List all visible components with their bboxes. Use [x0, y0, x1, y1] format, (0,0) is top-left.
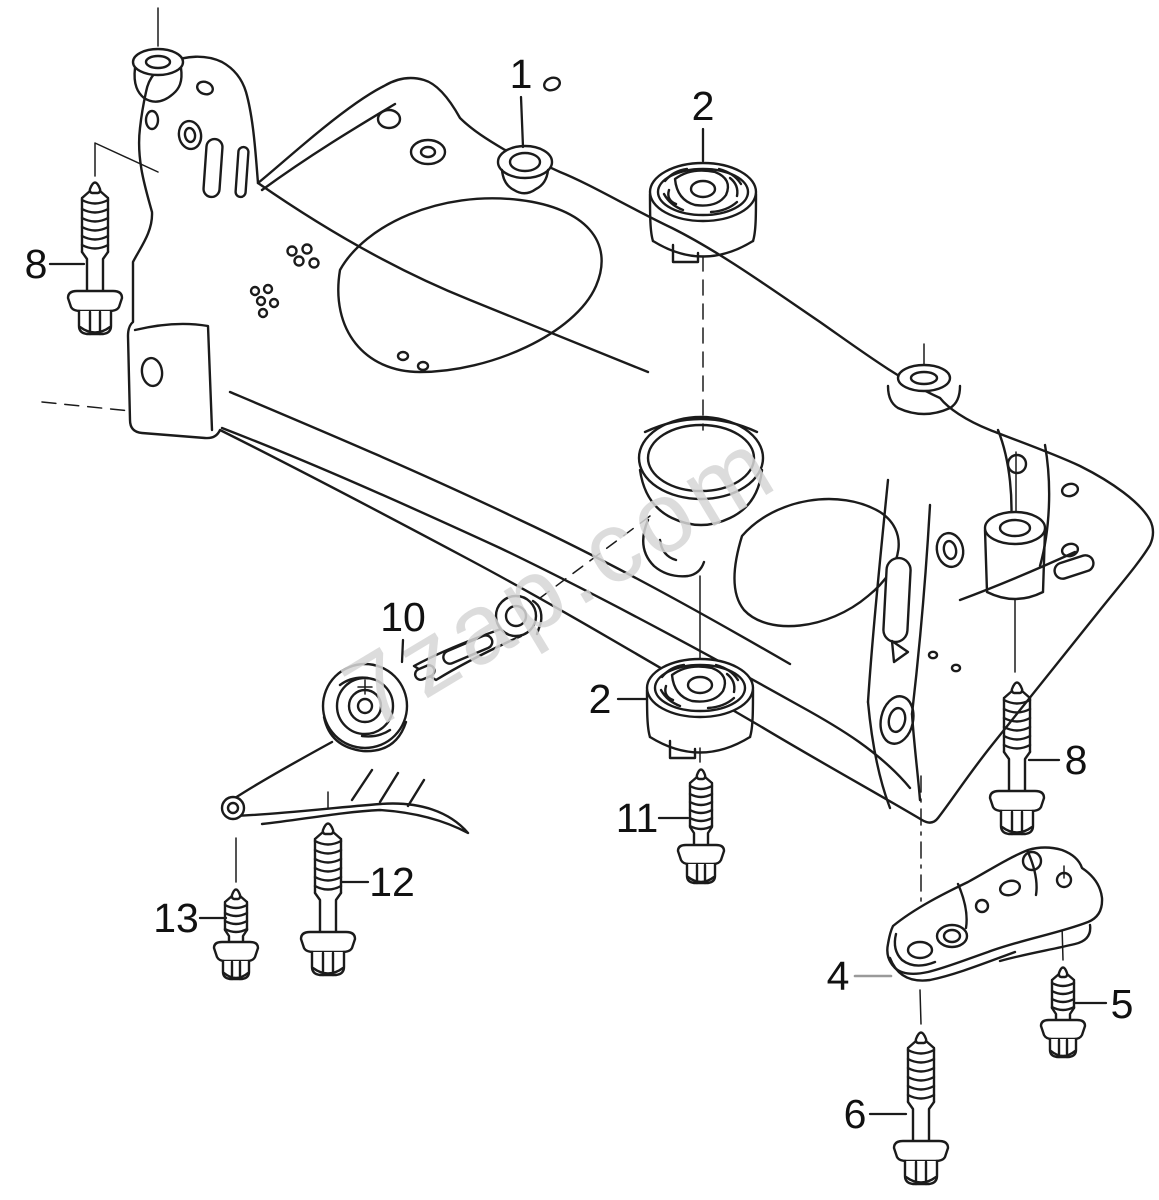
frame-window-left: [337, 197, 603, 374]
callout-4-label: 4: [827, 953, 850, 999]
small-boss: [409, 138, 447, 166]
callout-1-label: 1: [510, 51, 533, 97]
callout-8-right: 8: [1027, 737, 1088, 783]
frame-window-right: [733, 497, 900, 628]
callout-2-top: 2: [692, 83, 715, 163]
callout-12-label: 12: [369, 859, 415, 905]
right-bracket-plate: [935, 428, 1095, 602]
bolt-5: [1039, 966, 1087, 1059]
callout-8-left-label: 8: [25, 241, 48, 287]
callout-8-right-label: 8: [1065, 737, 1088, 783]
bushing-housing: [642, 518, 706, 578]
engine-mount-bushing-bottom: [645, 657, 755, 760]
bushing-part1: [496, 144, 554, 195]
callouts: 1 2 2 4 5 6 8 8: [25, 51, 1134, 1137]
right-tower-bushing: [983, 451, 1047, 601]
bolt-12: [299, 822, 357, 977]
support-bracket: [886, 846, 1104, 982]
front-left-foot: [133, 322, 214, 432]
center-mount-ring: [637, 415, 765, 527]
callout-5: 5: [1072, 981, 1134, 1027]
callout-2-top-label: 2: [692, 83, 715, 129]
bolt-8-left: [66, 181, 124, 336]
subframe-body: [41, 7, 1155, 824]
front-left-tower: [144, 80, 250, 199]
callout-6-label: 6: [844, 1091, 867, 1137]
callout-12: 12: [340, 859, 415, 905]
callout-2-bottom: 2: [589, 676, 649, 722]
callout-11-label: 11: [616, 795, 659, 841]
callout-10: 10: [380, 594, 426, 664]
bolt-6: [892, 1031, 950, 1186]
callout-11: 11: [616, 795, 690, 841]
callout-5-label: 5: [1111, 981, 1134, 1027]
pendulum-support-arm: [220, 594, 543, 835]
hole-cluster: [249, 243, 320, 319]
callout-1: 1: [510, 51, 533, 149]
callout-13-label: 13: [153, 895, 199, 941]
callout-4: 4: [827, 953, 893, 999]
bolt-13: [212, 888, 260, 981]
callout-10-label: 10: [380, 594, 426, 640]
body-mount-bushing-front-left: [131, 7, 185, 103]
bolt-11: [676, 768, 726, 885]
body-mount-bushing-rear-right: [886, 343, 962, 416]
callout-6: 6: [844, 1091, 908, 1137]
callout-13: 13: [153, 895, 228, 941]
rear-stanchion: [866, 478, 962, 810]
callout-8-left: 8: [25, 241, 86, 287]
callout-2-bottom-label: 2: [589, 676, 612, 722]
